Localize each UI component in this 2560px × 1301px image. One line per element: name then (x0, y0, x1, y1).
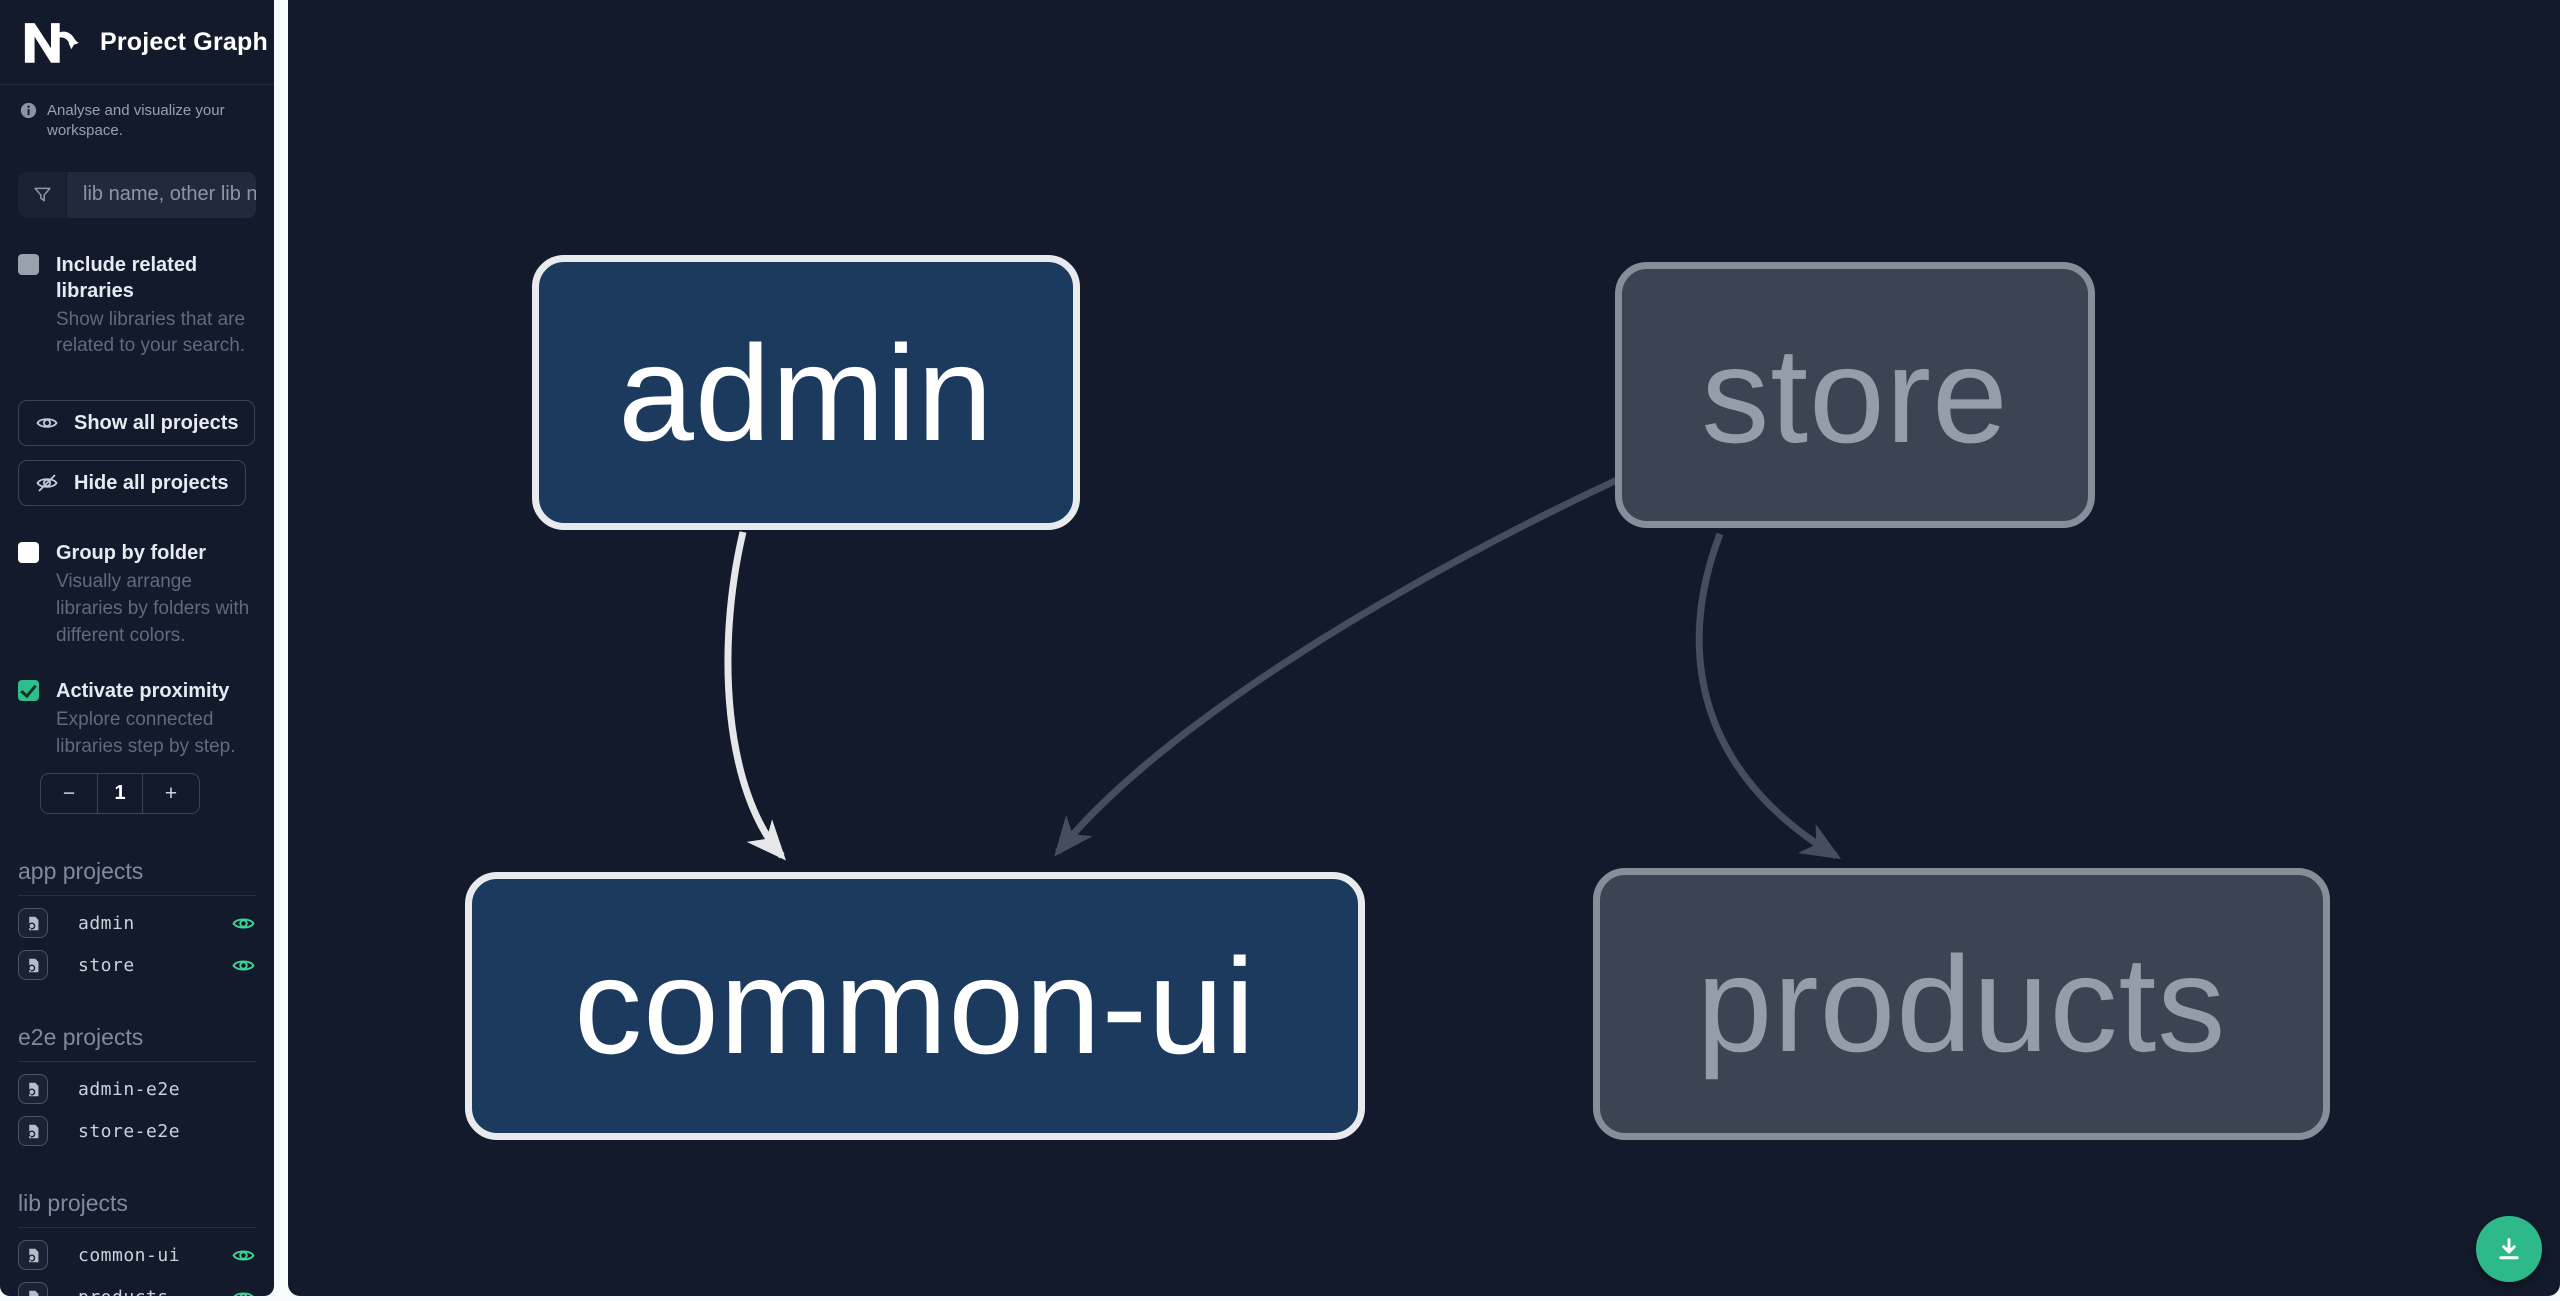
node-label: products (1696, 928, 2227, 1080)
project-row-store: store (18, 950, 256, 981)
group-by-folder-option: Group by folder Visually arrange librari… (18, 540, 256, 650)
include-related-description: Show libraries that are related to your … (56, 308, 246, 357)
group-by-folder-checkbox[interactable] (18, 542, 39, 564)
section-app-projects: app projects admin (18, 858, 256, 981)
focus-project-button[interactable] (18, 1240, 48, 1271)
include-related-option: Include related libraries Show libraries… (18, 252, 256, 361)
eye-slash-icon (35, 471, 59, 495)
project-name: store (78, 954, 135, 976)
section-e2e-projects: e2e projects admin-e2e store-e2e (18, 1024, 256, 1147)
hide-all-projects-label: Hide all projects (74, 471, 229, 494)
activate-proximity-description: Explore connected libraries step by step… (56, 709, 236, 758)
document-magnifier-icon (27, 1248, 38, 1263)
document-magnifier-icon (27, 1082, 38, 1097)
focus-project-button[interactable] (18, 1282, 48, 1296)
graph-node-admin[interactable]: admin (532, 255, 1080, 530)
edge-store-to-products (1695, 532, 1842, 860)
focus-project-button[interactable] (18, 1074, 48, 1105)
graph-node-common-ui[interactable]: common-ui (465, 872, 1365, 1140)
project-name: admin-e2e (78, 1078, 181, 1100)
eye-icon (35, 411, 59, 435)
focus-project-button[interactable] (18, 950, 48, 981)
filter-bar (18, 171, 256, 218)
app-title: Project Graph (100, 27, 268, 56)
document-magnifier-icon (27, 1124, 38, 1139)
sidebar: Project Graph Analyse and visualize your… (0, 0, 274, 1296)
node-label: common-ui (574, 930, 1256, 1082)
project-name: admin (78, 912, 135, 934)
document-magnifier-icon (27, 916, 38, 931)
proximity-increment-button[interactable]: + (142, 774, 199, 814)
download-icon (2499, 1238, 2519, 1260)
show-all-projects-button[interactable]: Show all projects (18, 400, 256, 447)
toggle-visibility-eye-icon[interactable] (231, 911, 256, 936)
node-label: store (1701, 319, 2009, 471)
workspace-info: Analyse and visualize your workspace. (20, 101, 254, 142)
node-label: admin (618, 316, 994, 469)
group-by-folder-label: Group by folder (56, 542, 206, 565)
focus-project-button[interactable] (18, 908, 48, 939)
funnel-icon (18, 171, 67, 218)
toggle-visibility-eye-icon[interactable] (231, 953, 256, 978)
search-input[interactable] (67, 171, 256, 218)
project-row-products: products (18, 1282, 256, 1296)
download-image-button[interactable] (2476, 1216, 2542, 1282)
toggle-visibility-eye-icon[interactable] (231, 1243, 256, 1268)
graph-node-products[interactable]: products (1593, 868, 2330, 1140)
project-row-common-ui: common-ui (18, 1240, 256, 1271)
show-all-projects-label: Show all projects (74, 411, 239, 434)
project-row-store-e2e: store-e2e (18, 1116, 256, 1147)
activate-proximity-label: Activate proximity (56, 680, 230, 703)
toggle-visibility-eye-icon[interactable] (231, 1285, 256, 1296)
edge-admin-to-common-ui (724, 531, 786, 861)
info-icon (20, 102, 37, 119)
proximity-decrement-button[interactable]: − (41, 774, 97, 813)
workspace-info-text: Analyse and visualize your workspace. (47, 102, 225, 140)
include-related-label: Include related libraries (56, 253, 198, 302)
section-title: lib projects (18, 1190, 256, 1229)
nx-logo-icon (22, 20, 80, 64)
project-row-admin-e2e: admin-e2e (18, 1074, 256, 1105)
activate-proximity-option: Activate proximity Explore connected lib… (18, 678, 256, 761)
project-name: common-ui (78, 1244, 181, 1266)
proximity-value: 1 (97, 774, 142, 814)
document-magnifier-icon (27, 958, 38, 973)
focus-project-button[interactable] (18, 1116, 48, 1147)
project-row-admin: admin (18, 908, 256, 939)
section-title: app projects (18, 858, 256, 897)
proximity-stepper: − 1 + (40, 773, 200, 815)
include-related-checkbox[interactable] (18, 253, 39, 275)
graph-node-store[interactable]: store (1615, 262, 2095, 528)
edge-store-to-common-ui (1054, 476, 1619, 857)
dependency-edges (724, 476, 1842, 861)
project-name: store-e2e (78, 1120, 181, 1142)
graph-canvas[interactable]: admin store common-ui products (288, 0, 2560, 1296)
project-name: products (78, 1287, 169, 1296)
document-magnifier-icon (28, 1290, 38, 1296)
sidebar-header: Project Graph (0, 0, 274, 85)
activate-proximity-checkbox[interactable] (18, 680, 39, 702)
hide-all-projects-button[interactable]: Hide all projects (18, 460, 246, 507)
group-by-folder-description: Visually arrange libraries by folders wi… (56, 571, 250, 647)
section-title: e2e projects (18, 1024, 256, 1063)
section-lib-projects: lib projects common-ui (18, 1190, 256, 1296)
